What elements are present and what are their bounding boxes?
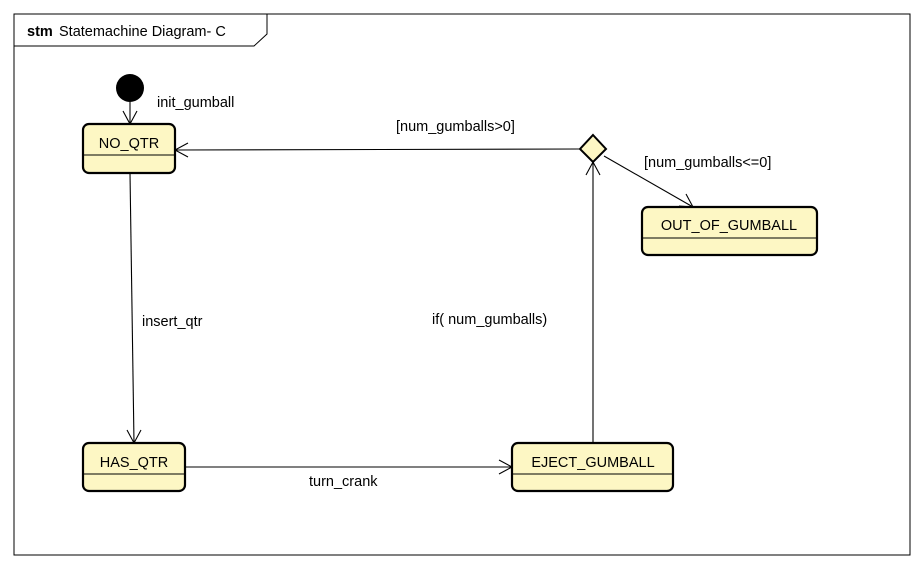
state-has-qtr-name: HAS_QTR — [100, 455, 169, 471]
arrowhead-more-gumballs — [173, 142, 189, 158]
initial-state — [116, 74, 144, 102]
state-out-of-gumball[interactable]: OUT_OF_GUMBALL — [640, 205, 819, 257]
label-no-gumballs: [num_gumballs<=0] — [644, 155, 771, 171]
edge-more-gumballs — [174, 148, 581, 151]
label-init-gumball: init_gumball — [157, 95, 234, 111]
state-eject-gumball-name: EJECT_GUMBALL — [531, 455, 654, 471]
label-more-gumballs: [num_gumballs>0] — [396, 119, 515, 135]
state-eject-gumball[interactable]: EJECT_GUMBALL — [510, 441, 675, 493]
frame-title-tab — [13, 13, 268, 47]
state-no-qtr[interactable]: NO_QTR — [81, 122, 177, 175]
edge-insert-qtr — [129, 172, 135, 444]
label-turn-crank: turn_crank — [309, 474, 378, 490]
state-no-qtr-name: NO_QTR — [99, 136, 159, 152]
state-has-qtr[interactable]: HAS_QTR — [81, 441, 187, 493]
state-out-of-gumball-name: OUT_OF_GUMBALL — [661, 218, 797, 234]
label-insert-qtr: insert_qtr — [142, 314, 203, 330]
choice-node[interactable] — [578, 133, 608, 164]
frame-keyword: stm — [27, 24, 53, 40]
label-check: if( num_gumballs) — [432, 312, 547, 328]
frame-title: Statemachine Diagram- C — [59, 24, 226, 40]
edge-no-gumballs — [603, 155, 694, 208]
